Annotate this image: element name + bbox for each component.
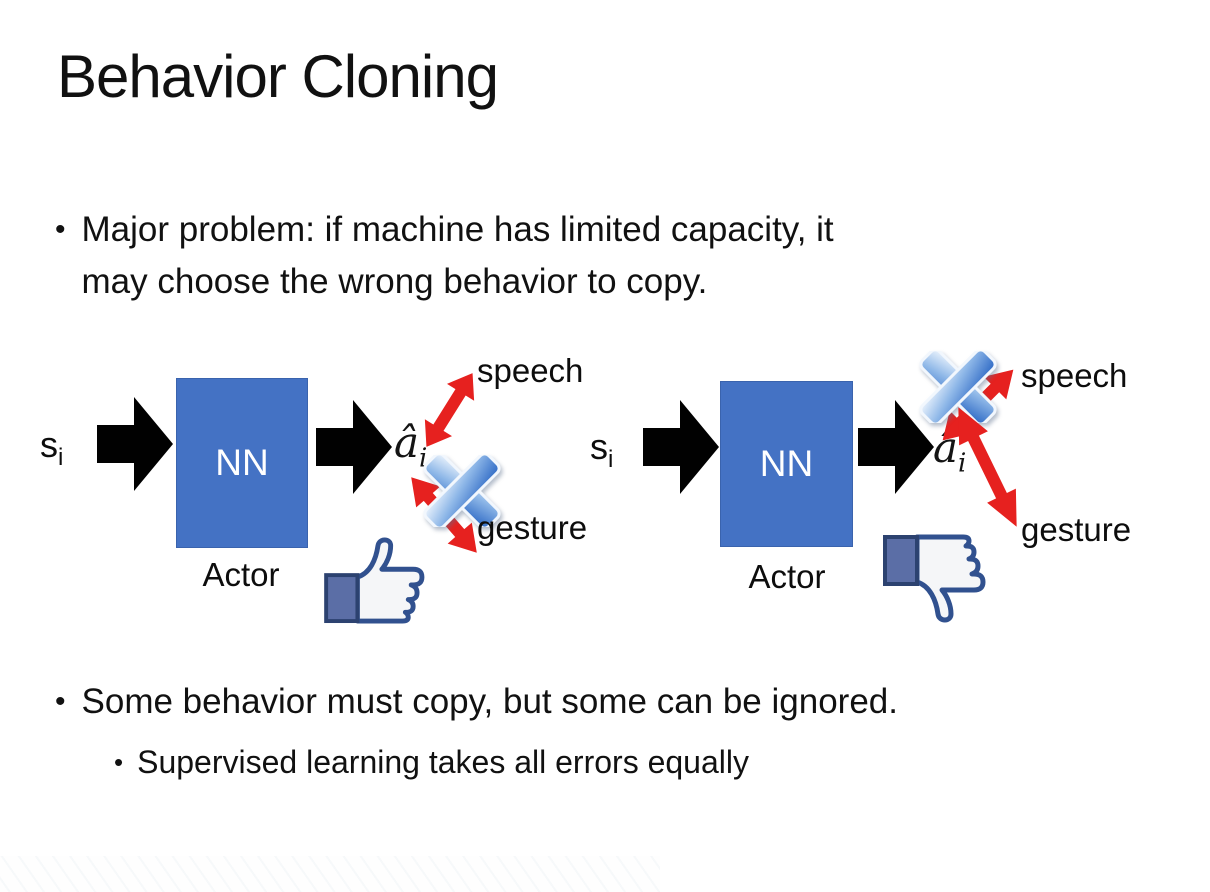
left-input-arrow-icon — [97, 397, 173, 491]
right-gesture-arrow-icon — [958, 407, 1017, 527]
left-speech-arrow-icon — [424, 373, 475, 447]
bullet-marker: • — [114, 747, 124, 777]
left-input-label: si — [40, 424, 64, 472]
right-actor-label: Actor — [748, 558, 826, 595]
bullet-major-problem-text: Major problem: if machine has limited ca… — [82, 204, 834, 308]
bullet-marker: • — [55, 213, 66, 246]
left-gesture-label: gesture — [477, 509, 588, 546]
sub-bullet-supervised-text: Supervised learning takes all errors equ… — [137, 744, 749, 780]
right-gesture-label: gesture — [1021, 511, 1132, 548]
right-output-arrow-icon — [858, 400, 934, 494]
slide-title: Behavior Cloning — [57, 43, 499, 110]
left-nn-box: NN — [176, 378, 308, 548]
bottom-scan-artifact — [0, 856, 660, 892]
left-actor-label: Actor — [202, 556, 280, 593]
bullet-line-2: may choose the wrong behavior to copy. — [81, 262, 708, 301]
left-nn-label: NN — [215, 442, 269, 483]
left-speech-label: speech — [477, 352, 584, 389]
right-input-arrow-icon — [643, 400, 719, 494]
right-nn-box: NN — [720, 381, 853, 547]
thumbs-down-icon — [883, 534, 986, 623]
left-output-arrow-icon — [316, 400, 392, 494]
bullet-marker: • — [55, 685, 66, 718]
bullet-line-1: Major problem: if machine has limited ca… — [81, 210, 834, 249]
bullet-major-problem: • Major problem: if machine has limited … — [55, 204, 834, 308]
bullet-some-behavior-text: Some behavior must copy, but some can be… — [81, 682, 898, 721]
right-speech-label: speech — [1021, 357, 1128, 394]
right-input-label: si — [590, 426, 614, 474]
left-cross-icon — [423, 455, 501, 527]
sub-bullet-supervised: • Supervised learning takes all errors e… — [114, 738, 749, 786]
bullet-some-behavior: • Some behavior must copy, but some can … — [55, 676, 898, 728]
right-nn-label: NN — [759, 443, 814, 484]
right-cross-icon — [919, 351, 997, 423]
left-output-label: âi — [394, 418, 428, 474]
thumbs-up-icon — [324, 537, 425, 624]
